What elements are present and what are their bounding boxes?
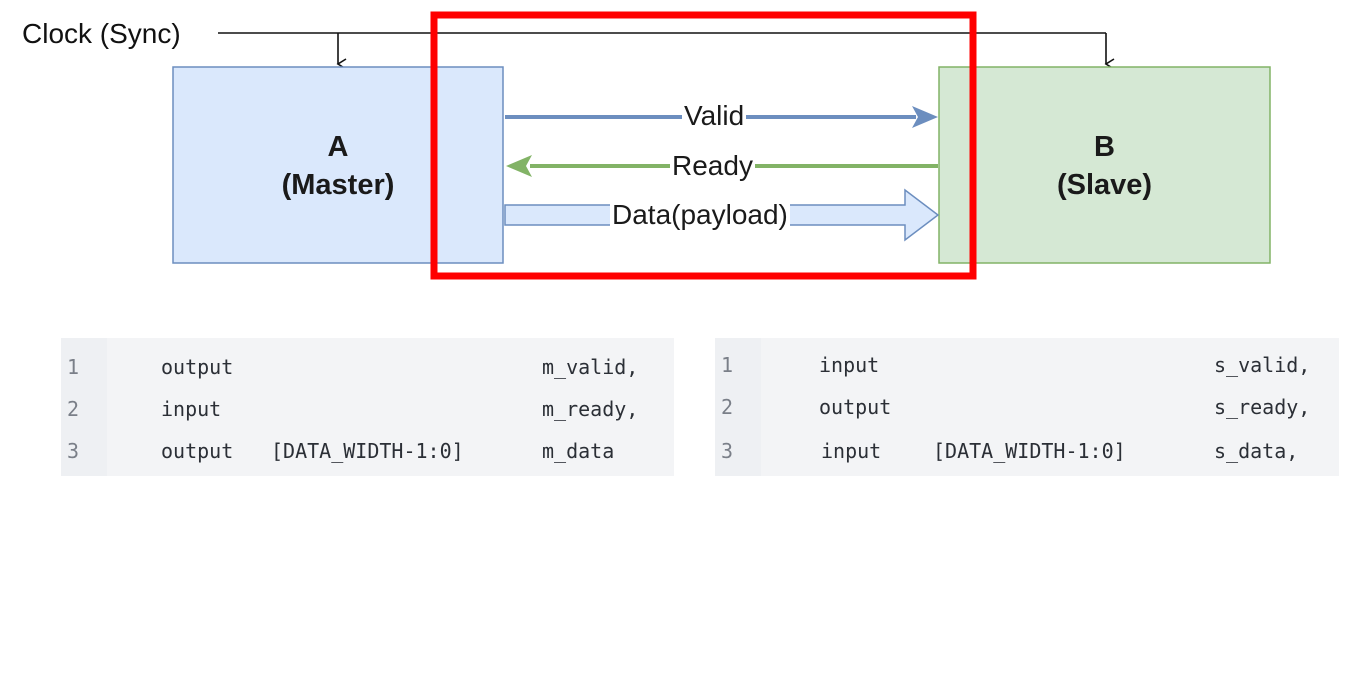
- valid-label: Valid: [682, 100, 747, 132]
- master-block: [172, 66, 504, 264]
- code-line: 2 input m_ready,: [61, 388, 674, 430]
- line-number: 2: [67, 397, 80, 421]
- ready-label: Ready: [670, 150, 755, 182]
- port-direction: input: [821, 439, 882, 463]
- master-name: A: [327, 131, 349, 163]
- port-direction: output: [819, 395, 892, 419]
- port-direction: output: [161, 355, 234, 379]
- slave-name: B: [1094, 131, 1115, 163]
- code-line: 3 input [DATA_WIDTH-1:0] s_data,: [715, 430, 1339, 472]
- handshake-diagram: [172, 11, 1271, 280]
- code-line: 3 output [DATA_WIDTH-1:0] m_data: [61, 430, 674, 472]
- code-gutter: [715, 338, 761, 476]
- slave-role: (Slave): [1056, 169, 1153, 201]
- data-label: Data(payload): [610, 199, 790, 231]
- line-number: 2: [721, 395, 734, 419]
- port-width: [DATA_WIDTH-1:0]: [271, 439, 464, 463]
- master-code-panel: 1 output m_valid, 2 input m_ready, 3 out…: [61, 338, 674, 476]
- port-direction: input: [819, 353, 880, 377]
- port-name: m_ready,: [542, 397, 639, 421]
- port-direction: output: [161, 439, 234, 463]
- slave-block: [938, 66, 1271, 264]
- line-number: 3: [721, 439, 734, 463]
- code-line: 1 input s_valid,: [715, 344, 1339, 386]
- code-line: 2 output s_ready,: [715, 386, 1339, 428]
- master-label: A (Master): [173, 128, 503, 204]
- port-name: m_valid,: [542, 355, 639, 379]
- line-number: 3: [67, 439, 80, 463]
- highlight-box: [430, 11, 977, 280]
- port-direction: input: [161, 397, 222, 421]
- line-number: 1: [67, 355, 80, 379]
- port-name: s_data,: [1214, 439, 1299, 463]
- code-line: 1 output m_valid,: [61, 346, 674, 388]
- port-name: m_data: [542, 439, 615, 463]
- clock-line: [218, 32, 1115, 70]
- slave-label: B (Slave): [939, 128, 1270, 204]
- master-role: (Master): [281, 169, 395, 201]
- port-width: [DATA_WIDTH-1:0]: [933, 439, 1126, 463]
- slave-code-panel: 1 input s_valid, 2 output s_ready, 3 inp…: [715, 338, 1339, 476]
- line-number: 1: [721, 353, 734, 377]
- clock-label: Clock (Sync): [22, 18, 181, 49]
- port-name: s_ready,: [1214, 395, 1311, 419]
- code-gutter: [61, 338, 107, 476]
- port-name: s_valid,: [1214, 353, 1311, 377]
